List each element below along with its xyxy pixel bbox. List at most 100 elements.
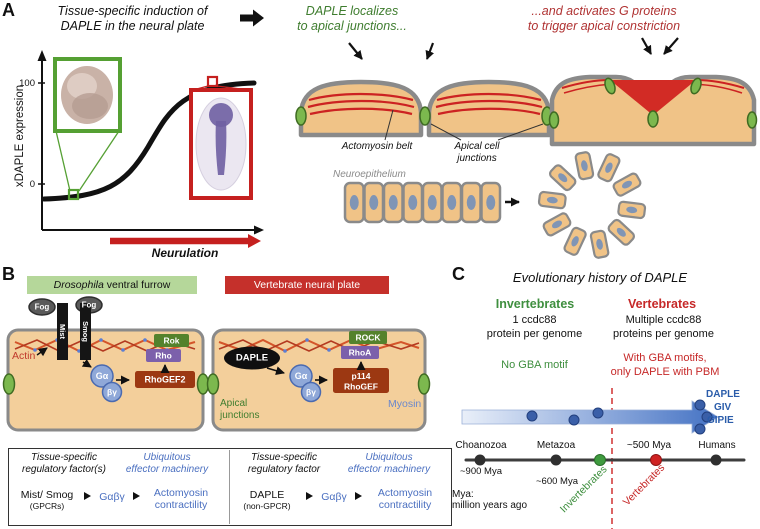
actomyosin-belt-lines <box>307 92 543 116</box>
g-betagamma-subunit <box>101 381 123 403</box>
header-green-line1: DAPLE localizes <box>305 4 399 18</box>
left-effector-title: Ubiquitous effector machinery <box>125 452 209 475</box>
humans-label: Humans <box>698 440 736 451</box>
fog-ligand <box>28 298 56 316</box>
right-g-complex: Gαβγ <box>321 491 347 503</box>
panel-b-label: B <box>2 264 15 284</box>
panel-c-title: Evolutionary history of DAPLE <box>512 270 688 285</box>
header-green-line2: to apical junctions... <box>297 19 407 33</box>
apical-junction-oval <box>548 111 560 129</box>
apical-junctions-label-b: Apical junctions <box>220 398 260 421</box>
vertebrates-desc: Multiple ccdc88 proteins per genome <box>613 314 714 340</box>
gene-daple: DAPLE <box>706 389 740 400</box>
panel-c-label: C <box>452 264 465 284</box>
panel-a-header-black: Tissue-specific induction of DAPLE in th… <box>25 4 240 34</box>
panel-a-label: A <box>2 0 15 20</box>
mya500-label: ~500 Mya <box>626 440 672 451</box>
smog-label: Smog <box>81 321 90 342</box>
p114-label: p114 <box>352 371 371 381</box>
flow-arrow-icon <box>84 492 91 500</box>
header-red-line1: ...and activates G proteins <box>531 4 677 18</box>
summary-divider <box>229 450 230 524</box>
pointer-arrow <box>425 42 435 60</box>
evolution-arrow <box>461 400 719 434</box>
gene-gipie: GIPIE <box>707 415 734 426</box>
ccdc88-gene-dots <box>526 399 713 435</box>
signaling-cells-illustration: Fog Fog Mist Smog Gα βγ RhoGEF2 Rho Rok … <box>2 296 431 432</box>
actomyosin-belt-label: Actomyosin belt <box>341 141 413 152</box>
neuroepithelium-cell-row <box>343 181 502 224</box>
pointer-arrow <box>663 37 679 55</box>
apical-junction-oval <box>746 111 758 129</box>
neuroepithelium-label: Neuroepithelium <box>333 169 406 180</box>
rho-label: Rho <box>155 351 172 361</box>
neurulation-label: Neurulation <box>151 246 219 260</box>
choanozoa-dot <box>474 454 486 466</box>
pointer-arrow <box>641 37 652 55</box>
rho-box <box>146 349 181 362</box>
metazoa-dot <box>550 454 562 466</box>
no-gba-label: No GBA motif <box>501 359 568 371</box>
vertebrates-dot <box>650 454 662 466</box>
neuroepithelium-illustration <box>295 42 553 224</box>
mya-abbrev: Mya: <box>452 489 474 500</box>
apical-junctions-label: Apical cell junctions <box>454 141 500 164</box>
invertebrates-heading: Invertebrates <box>495 297 575 311</box>
left-output: Actomyosin contractility <box>153 487 209 511</box>
panel-a-header-red: ...and activates G proteins to trigger a… <box>480 4 728 34</box>
red-callout-square <box>206 75 219 88</box>
rock-box <box>349 331 387 344</box>
green-callout-square <box>67 188 80 201</box>
daple-oval <box>224 346 280 370</box>
y-tick-0: 0 <box>30 179 35 190</box>
rock-label: ROCK <box>355 333 381 343</box>
apical-constriction-illustration <box>548 37 758 147</box>
smog-receptor <box>80 303 91 360</box>
rhoa-label: RhoA <box>349 348 372 358</box>
apical-junction-oval <box>295 106 307 126</box>
with-gba-label: With GBA motifs, only DAPLE with PBM <box>610 352 720 378</box>
apical-junction-oval <box>2 373 16 395</box>
apical-junction-oval <box>419 106 431 126</box>
actin-label: Actin <box>12 350 36 362</box>
g-alpha-subunit <box>289 364 313 388</box>
p114-rhogef-box <box>333 368 389 393</box>
rok-label: Rok <box>163 336 179 346</box>
header-red-line2: to trigger apical constriction <box>527 19 681 33</box>
pointer-arrow <box>348 42 363 60</box>
evolution-timeline <box>461 388 746 529</box>
mya600-label: ~600 Mya <box>536 476 578 487</box>
metazoa-label: Metazoa <box>536 440 576 451</box>
g-alpha-subunit <box>90 364 114 388</box>
y-tick-100: 100 <box>19 78 35 89</box>
gene-giv: GIV <box>714 402 732 413</box>
right-output: Actomyosin contractility <box>377 487 433 511</box>
mist-label: Mist <box>58 324 67 340</box>
g-alpha-label: Gα <box>295 371 308 381</box>
drosophila-header: Drosophila ventral furrow <box>27 276 197 294</box>
g-bg-label: βγ <box>306 387 316 397</box>
right-effector-title: Ubiquitous effector machinery <box>347 452 431 475</box>
rhoa-box <box>341 346 379 359</box>
mya900-label: ~900 Mya <box>460 466 502 477</box>
fog-label: Fog <box>82 301 97 310</box>
vertebrate-header: Vertebrate neural plate <box>225 276 389 294</box>
flow-arrow-icon <box>355 492 362 500</box>
left-g-complex: Gαβγ <box>99 491 125 503</box>
apical-junction-oval <box>647 110 659 128</box>
flow-arrow-icon <box>133 492 140 500</box>
right-regulatory-title: Tissue-specific regulatory factor <box>247 452 321 475</box>
daple-label: DAPLE <box>236 353 268 364</box>
header-black-line2: DAPLE in the neural plate <box>60 19 205 33</box>
expression-graph: 100 0 <box>19 50 264 248</box>
apical-junction-oval <box>690 77 702 95</box>
left-regulatory-title: Tissue-specific regulatory factor(s) <box>22 452 106 475</box>
g-bg-label: βγ <box>107 387 117 397</box>
invertebrates-desc: 1 ccdc88 protein per genome <box>486 314 583 340</box>
drosophila-word: Drosophila <box>53 279 104 291</box>
mist-receptor <box>57 303 68 360</box>
rhogef2-label: RhoGEF2 <box>144 375 185 385</box>
humans-dot <box>710 454 722 466</box>
myosin-label: Myosin <box>388 398 422 410</box>
